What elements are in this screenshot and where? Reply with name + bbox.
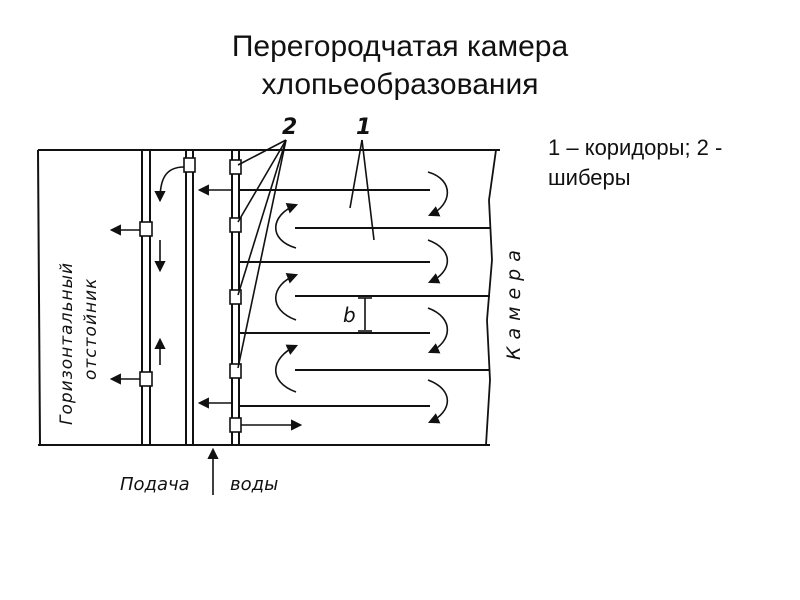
flow-arrow-curved bbox=[154, 166, 185, 203]
u-turn-arrow-right bbox=[427, 171, 448, 217]
leader-line-corridors bbox=[349, 139, 363, 209]
gate-box bbox=[229, 159, 242, 175]
u-turn-arrow-left bbox=[274, 344, 299, 393]
leader-line-gates bbox=[237, 139, 287, 166]
gate-box bbox=[139, 221, 153, 237]
u-turn-arrow-right bbox=[427, 307, 448, 354]
gate-box bbox=[229, 289, 242, 305]
gate-box bbox=[229, 217, 242, 233]
dimension-b-label: b bbox=[343, 303, 356, 327]
frame-right-edge-wavy bbox=[485, 149, 497, 446]
leader-line-gates bbox=[237, 139, 287, 369]
leader-line-gates bbox=[237, 139, 287, 223]
gate-box bbox=[229, 417, 242, 433]
title-line-2: хлопьеобразования bbox=[261, 68, 539, 101]
legend-text: 1 – коридоры; 2 - шиберы bbox=[548, 135, 723, 190]
u-turn-arrow-right bbox=[427, 239, 448, 284]
title-line-1: Перегородчатая камера bbox=[231, 30, 569, 63]
chamber-label: Камера bbox=[503, 243, 525, 360]
gate-box bbox=[139, 371, 153, 387]
settler-label-line-1: Горизонтальный bbox=[57, 262, 77, 425]
settler-label-line-2: отстойник bbox=[81, 278, 101, 380]
gate-box bbox=[229, 363, 242, 379]
callout-label-gates: 2 bbox=[282, 115, 297, 140]
gate-box bbox=[183, 157, 196, 173]
slide-title: Перегородчатая камера хлопьеобразования bbox=[0, 28, 800, 104]
frame-left-edge bbox=[37, 149, 41, 446]
leader-line-corridors bbox=[361, 139, 375, 241]
callout-label-corridors: 1 bbox=[356, 115, 371, 140]
u-turn-arrow-left bbox=[274, 272, 299, 321]
feed-label-right: воды bbox=[230, 474, 278, 495]
feed-label-left: Подача bbox=[120, 474, 190, 495]
leader-line-gates bbox=[237, 139, 287, 296]
u-turn-arrow-left bbox=[274, 202, 299, 249]
u-turn-arrow-right bbox=[427, 379, 448, 424]
